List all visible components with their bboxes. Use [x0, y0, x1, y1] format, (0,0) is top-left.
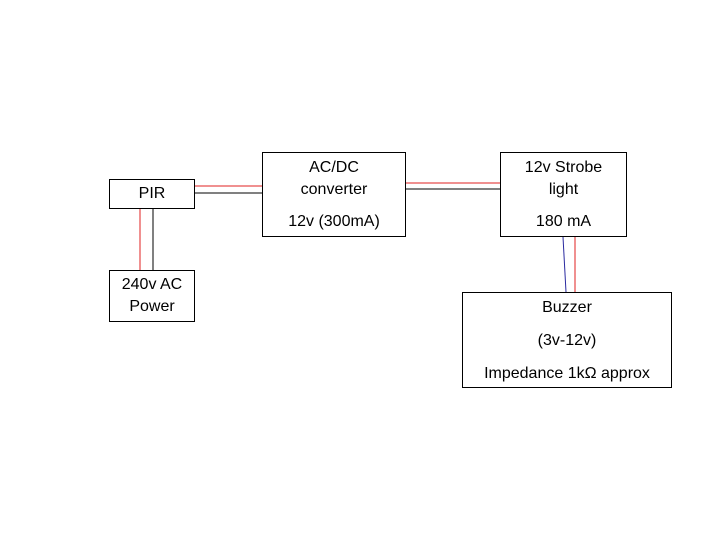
power-label-line1: 240v AC	[121, 276, 183, 293]
power-block: 240v AC Power	[109, 270, 195, 322]
strobe-rating: 180 mA	[535, 213, 592, 230]
converter-rating: 12v (300mA)	[288, 213, 380, 230]
pir-label: PIR	[138, 185, 166, 202]
converter-label-line2: converter	[300, 181, 368, 198]
converter-label-line1: AC/DC	[309, 159, 359, 176]
buzzer-voltage-range: (3v-12v)	[537, 332, 597, 349]
power-label-line2: Power	[129, 298, 175, 315]
strobe-label-line1: 12v Strobe	[524, 159, 603, 176]
wire-strobe-buzzer-blue	[562, 236, 567, 293]
buzzer-label: Buzzer	[542, 299, 592, 316]
buzzer-block: Buzzer (3v-12v) Impedance 1kΩ approx	[462, 292, 672, 388]
strobe-block: 12v Strobe light 180 mA	[500, 152, 627, 237]
converter-block: AC/DC converter 12v (300mA)	[262, 152, 406, 237]
buzzer-impedance: Impedance 1kΩ approx	[484, 365, 650, 382]
strobe-label-line2: light	[548, 181, 579, 198]
pir-block: PIR	[109, 179, 195, 209]
